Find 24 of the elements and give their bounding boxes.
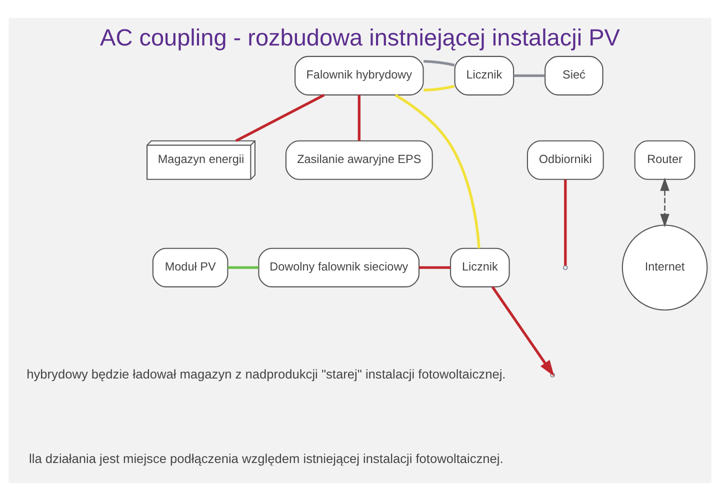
node-box: Moduł PV — [152, 247, 228, 287]
connector — [394, 93, 480, 248]
node-box: Odbiorniki — [526, 140, 604, 180]
label: lla działania jest miejsce podłączenia względem istniejącej instalacji fotowoltaicznej. — [29, 450, 504, 466]
node-box: Zasilanie awaryjne EPS — [285, 140, 433, 180]
connector — [424, 59, 455, 66]
connector — [358, 94, 360, 140]
arrow — [660, 177, 670, 227]
connector — [564, 179, 567, 266]
node-circle: Internet — [622, 224, 708, 310]
label: hybrydowy będzie ładował magazyn z nadprodukcji "starej" instalacji fotowoltaicznej. — [26, 366, 506, 381]
diagram-title: AC coupling - rozbudowa instniejącej instalacji PV — [100, 24, 620, 50]
node-box: Licznik — [450, 247, 510, 287]
connector — [514, 74, 545, 77]
connector — [424, 84, 455, 91]
node-box: Dowolny falownik sieciowy — [258, 247, 420, 287]
node-box: Router — [634, 140, 696, 180]
node-box: Sieć — [544, 55, 604, 95]
connector — [419, 266, 450, 268]
connector — [228, 266, 259, 268]
arrow — [491, 286, 554, 376]
node-box: Licznik — [454, 55, 514, 95]
node-box: Falownik hybrydowy — [294, 55, 424, 95]
connector — [235, 93, 325, 142]
